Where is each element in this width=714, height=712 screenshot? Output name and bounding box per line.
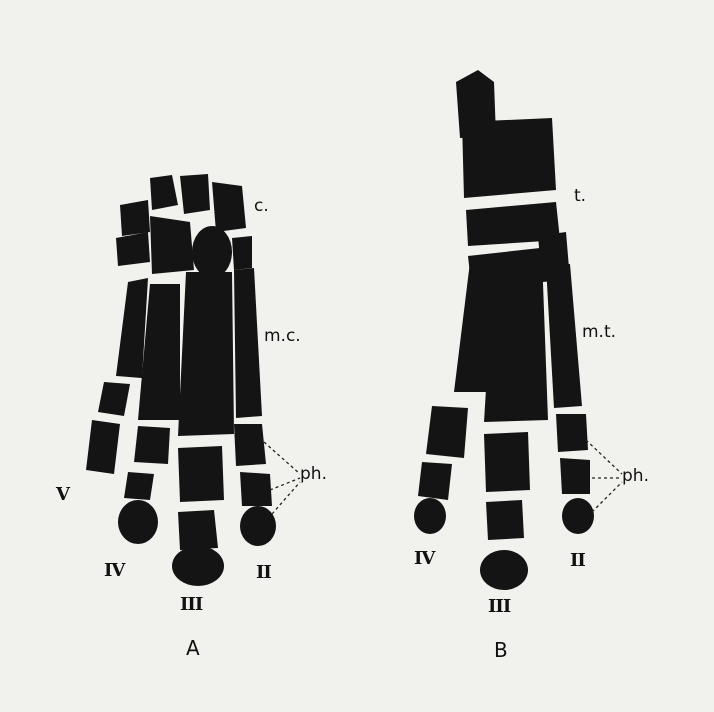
- phalanx: [240, 472, 272, 506]
- phalanx: [234, 424, 266, 466]
- carpal-bone: [116, 232, 150, 266]
- metatarsal-iii: [484, 256, 548, 422]
- phalanx: [560, 458, 590, 494]
- panel-b-letter: B: [494, 638, 508, 662]
- digit-iii-label-b: III: [488, 596, 510, 617]
- label-tarsals: t.: [574, 186, 586, 206]
- digit-iv-label-a: IV: [104, 560, 124, 581]
- metacarpal-iii: [178, 272, 234, 436]
- panel-a-letter: A: [186, 636, 200, 660]
- phalanx: [414, 498, 446, 534]
- phalanx: [98, 382, 130, 416]
- phalanx: [418, 462, 452, 500]
- phalanx: [240, 506, 276, 546]
- phalanx: [124, 472, 154, 500]
- phalanx: [562, 498, 594, 534]
- metacarpal-ii: [234, 268, 262, 418]
- phalanx: [134, 426, 170, 464]
- label-phalanges-b: ph.: [622, 466, 649, 486]
- phalanx: [118, 500, 158, 544]
- digit-ii-label-b: II: [570, 550, 585, 571]
- label-metatarsals: m.t.: [582, 322, 616, 342]
- leader-line-b-bot: [592, 482, 622, 512]
- leader-line-a-mid: [270, 478, 300, 490]
- label-carpals: c.: [254, 196, 269, 216]
- leader-line-a-top: [264, 442, 300, 474]
- digit-iii-label-a: III: [180, 594, 202, 615]
- carpal-bone: [192, 226, 232, 278]
- phalanx: [426, 406, 468, 458]
- phalanx: [178, 510, 218, 550]
- label-phalanges-a: ph.: [300, 464, 327, 484]
- phalanx: [178, 446, 224, 502]
- leader-line-a-bot: [272, 482, 300, 514]
- carpal-bone: [232, 236, 252, 270]
- digit-v-label: V: [56, 484, 69, 505]
- carpal-bone: [212, 182, 246, 232]
- label-metacarpals: m.c.: [264, 326, 301, 346]
- panel-a-manus: [86, 174, 276, 586]
- phalanx: [484, 432, 530, 492]
- phalanx: [486, 500, 524, 540]
- metatarsal-ii: [546, 264, 582, 408]
- phalanx: [86, 420, 120, 474]
- tarsal-bone: [462, 118, 556, 198]
- leader-line-b-top: [586, 440, 622, 474]
- digit-iv-label-b: IV: [414, 548, 434, 569]
- carpal-bone: [150, 175, 178, 210]
- carpal-bone: [150, 216, 194, 274]
- carpal-bone: [120, 200, 150, 236]
- phalanx: [480, 550, 528, 590]
- digit-ii-label-a: II: [256, 562, 271, 583]
- carpal-bone: [180, 174, 210, 214]
- phalanx: [172, 546, 224, 586]
- panel-b-pes: [414, 70, 594, 590]
- phalanx: [556, 414, 588, 452]
